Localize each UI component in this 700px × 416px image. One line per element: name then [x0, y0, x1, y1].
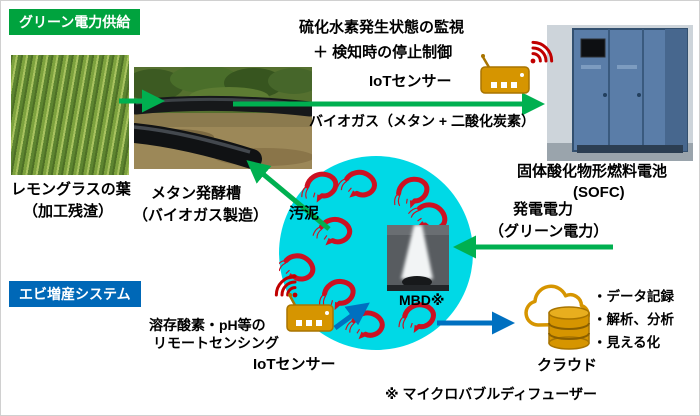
digester-label-line1: メタン発酵槽: [151, 185, 242, 202]
lemongrass-label-line2: （加工残渣）: [23, 203, 114, 220]
h2s-monitoring-line2: ＋ 検知時の停止制御: [313, 44, 453, 61]
biogas-label: バイオガス（メタン + 二酸化炭素）: [309, 113, 535, 129]
sofc-cabinet-illustration: [547, 25, 693, 161]
power-label-line1: 発電電力: [513, 201, 574, 218]
lemongrass-photo: [11, 55, 129, 175]
sofc-label-line1: 固体酸化物形燃料電池: [517, 163, 668, 180]
wifi-icon: [273, 270, 308, 308]
lemongrass-label-line1: レモングラスの葉: [11, 181, 131, 198]
sofc-photo: [547, 25, 693, 161]
h2s-monitoring-line1: 硫化水素発生状態の監視: [299, 19, 465, 36]
iot-sensor-top-label: IoTセンサー: [369, 73, 452, 90]
iot-sensor-top-icon: [480, 36, 558, 94]
cloud-label: クラウド: [537, 357, 598, 374]
power-label-line2: （グリーン電力）: [489, 223, 609, 240]
database-icon: [548, 306, 590, 350]
cloud-feature-analysis: ・解析、分析: [593, 312, 674, 327]
cloud-icon: [524, 284, 590, 350]
sofc-label-line2: (SOFC): [573, 184, 625, 201]
iot-sensor-bottom-icon: [273, 270, 334, 332]
sensing-label-line1: 溶存酸素・pH等の: [149, 317, 266, 333]
mbd-footnote: ※ マイクロバブルディフューザー: [385, 386, 597, 402]
green-power-supply-badge: グリーン電力供給: [9, 9, 141, 35]
digester-label-line2: （バイオガス製造）: [133, 207, 269, 224]
mbd-label: MBD※: [399, 292, 445, 308]
cloud-feature-visualization: ・見える化: [593, 335, 661, 350]
sludge-label: 汚泥: [289, 205, 320, 222]
mbd-illustration: [387, 225, 449, 291]
methane-digester-photo: [134, 67, 312, 169]
sensing-label-line2: リモートセンシング: [153, 335, 279, 351]
cloud-feature-data-record: ・データ記録: [593, 289, 674, 304]
iot-sensor-bottom-label: IoTセンサー: [253, 356, 336, 373]
mbd-photo: [387, 225, 449, 291]
shrimp-system-badge: エビ増産システム: [9, 281, 141, 307]
digester-illustration: [134, 67, 312, 169]
